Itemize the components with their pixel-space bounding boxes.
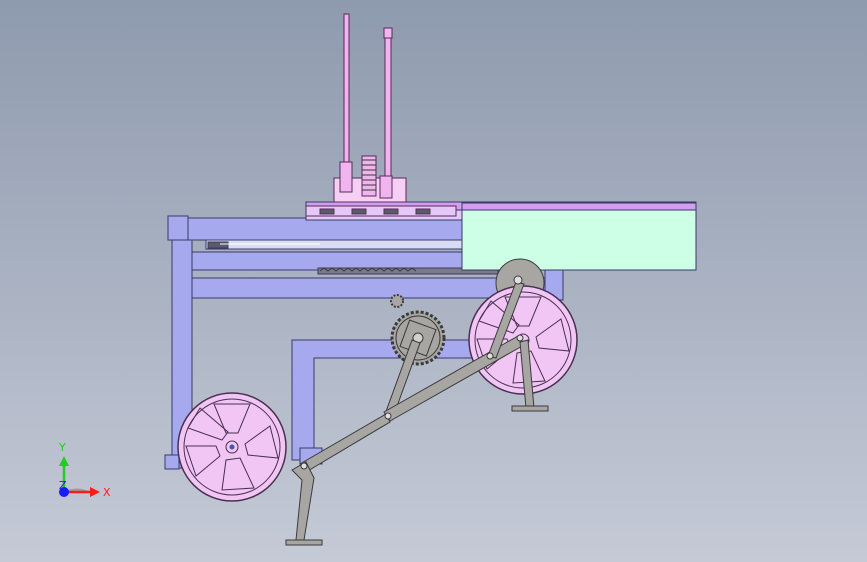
linkage-arms[interactable] — [285, 275, 549, 546]
triad-y-arrow — [59, 456, 69, 466]
center-gear[interactable] — [390, 310, 446, 366]
lever-assembly[interactable] — [305, 13, 457, 217]
left-wheel[interactable] — [177, 392, 287, 502]
axis-z-label: Z — [59, 479, 67, 492]
axis-x-label: X — [103, 486, 111, 499]
triad-x-arrow — [90, 487, 100, 497]
triad-graphic — [59, 456, 100, 497]
axis-y-label: Y — [59, 441, 66, 454]
work-panel[interactable] — [461, 202, 697, 271]
small-gear — [390, 294, 404, 308]
view-triad[interactable]: Y Z X — [40, 438, 120, 508]
triad-z-dot — [59, 487, 69, 497]
